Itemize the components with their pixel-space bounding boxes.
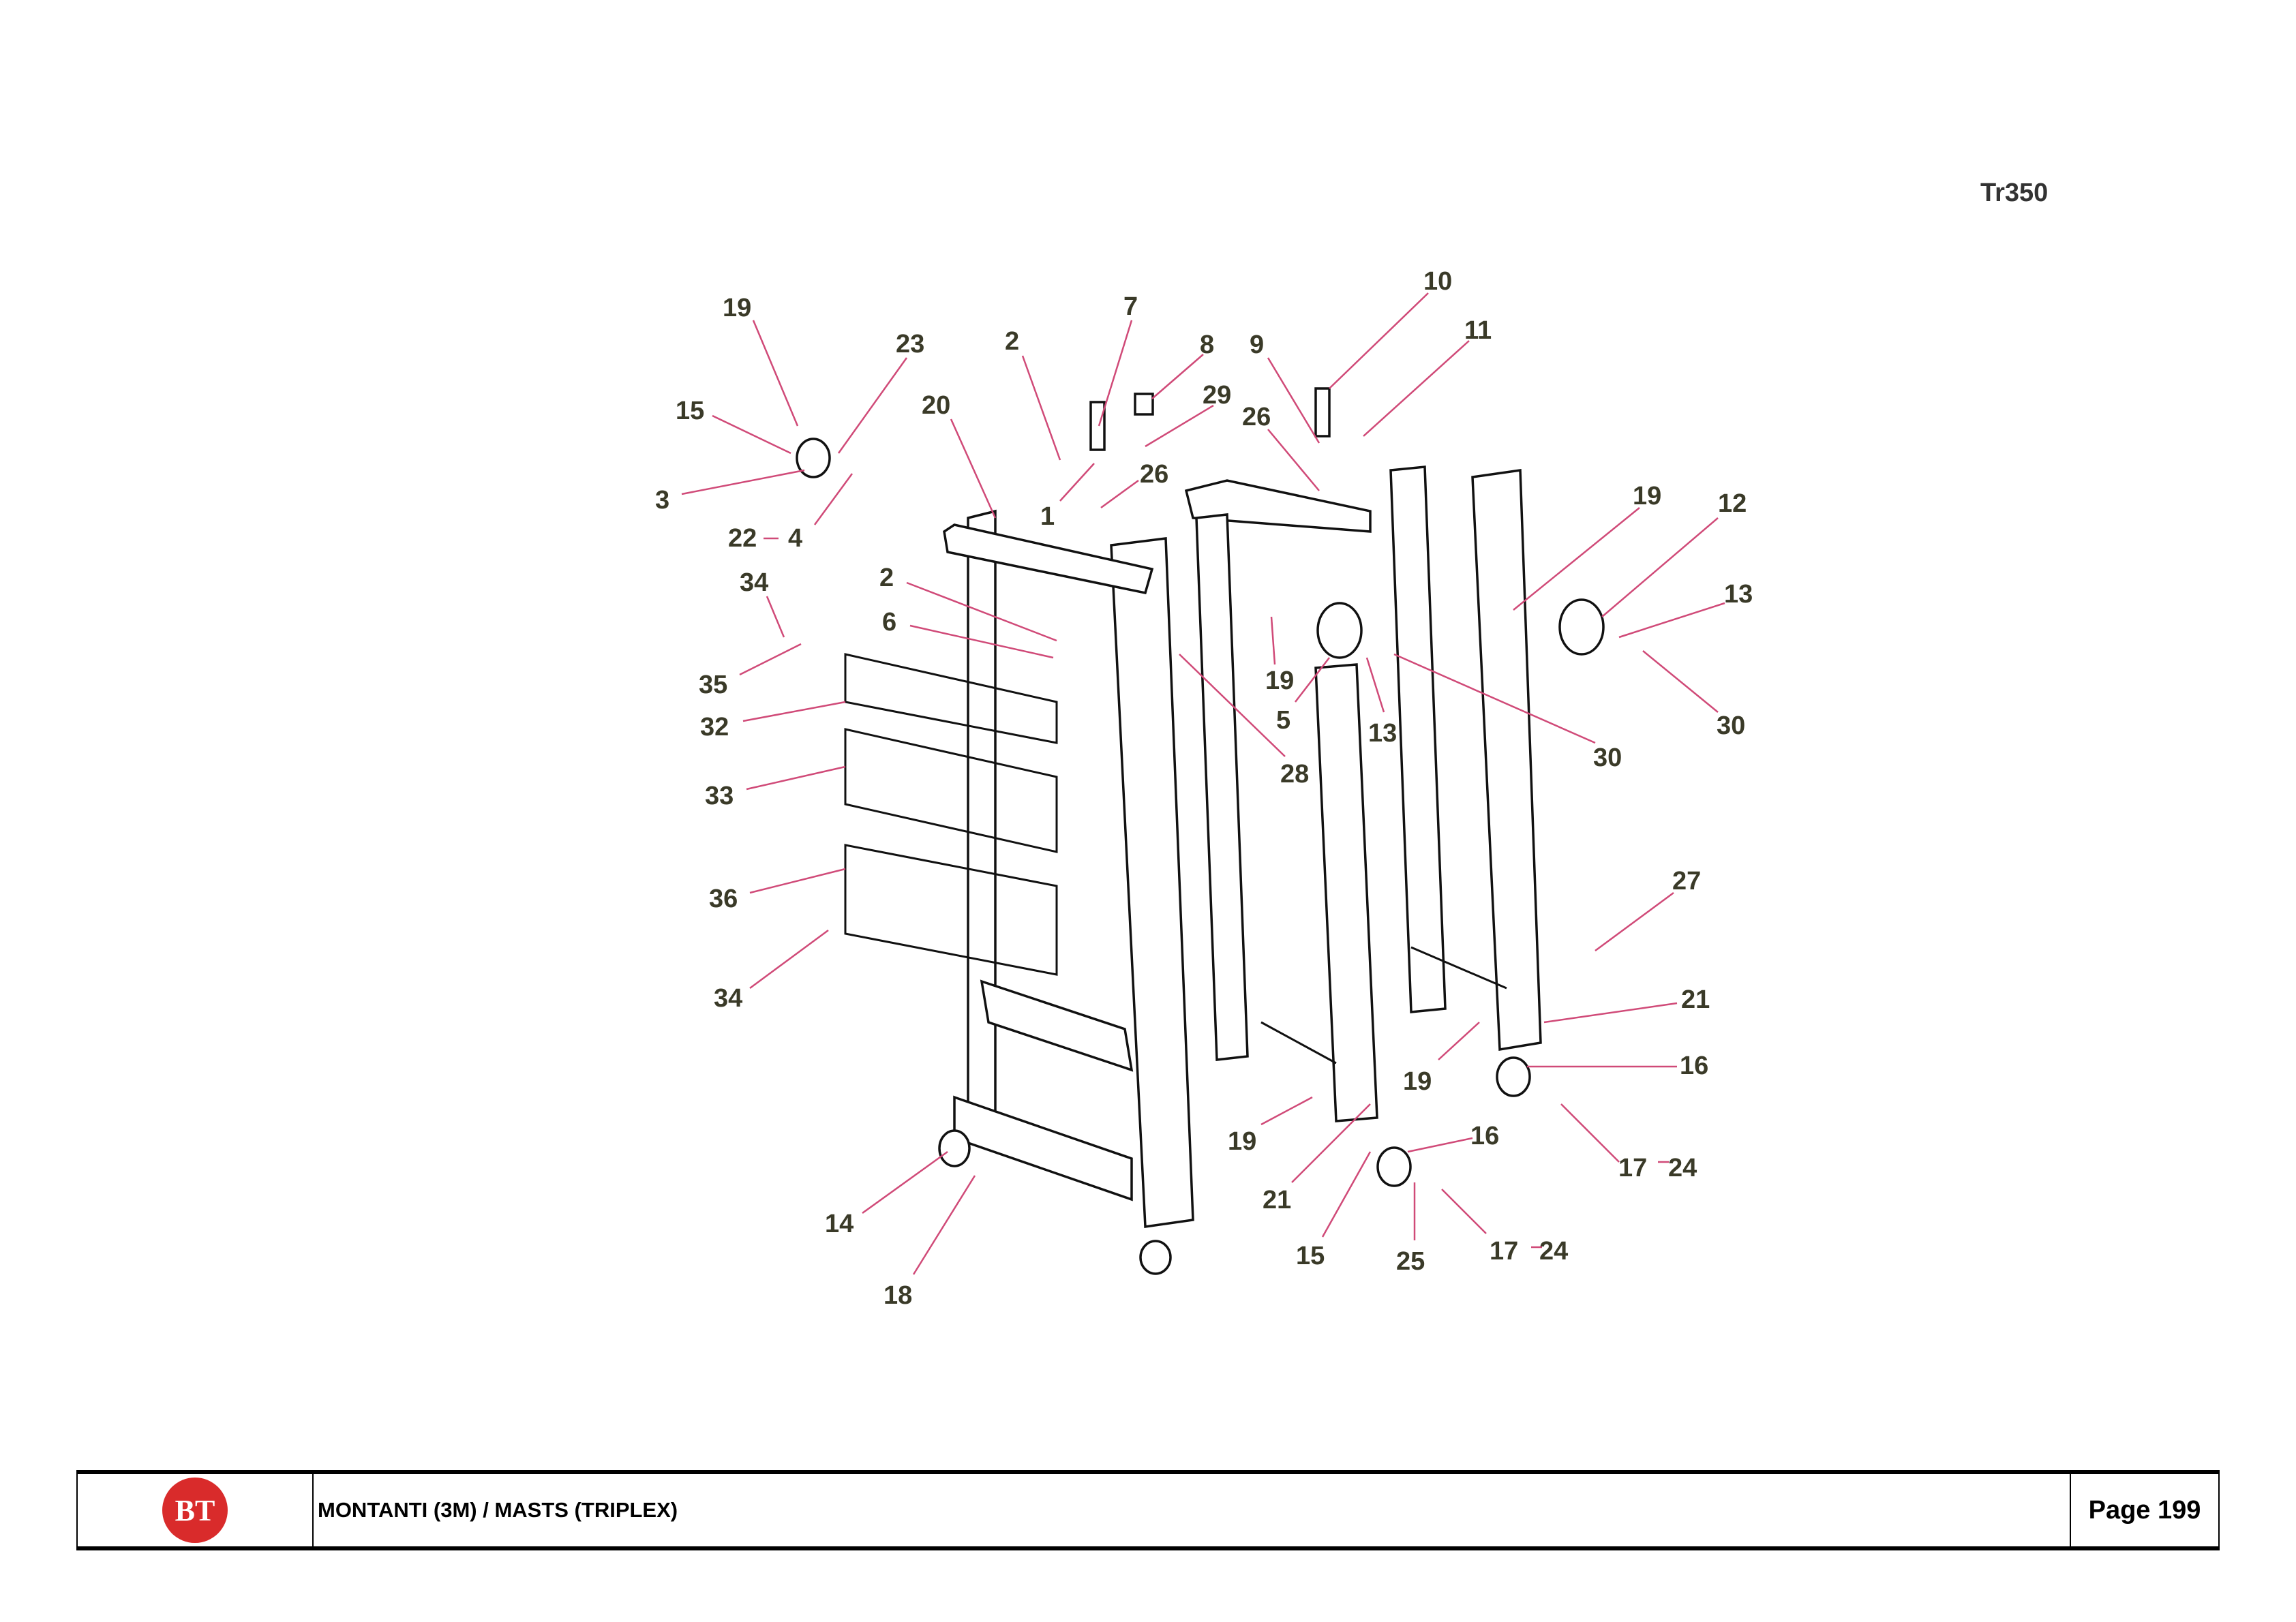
callout: 28 [1280, 760, 1309, 789]
callout: 19 [1228, 1127, 1256, 1156]
callout: 5 [1276, 706, 1290, 735]
intermediate-crossbar [1184, 479, 1372, 533]
callout: 19 [1403, 1067, 1432, 1096]
callout: 19 [1633, 482, 1661, 510]
roller-16b [1376, 1146, 1412, 1187]
callout: 7 [1123, 292, 1138, 321]
footer-title-block: BT MONTANTI (3M) / MASTS (TRIPLEX) Page … [76, 1470, 2220, 1550]
outer-mast-right-rail [1110, 537, 1194, 1229]
callout: 3 [655, 486, 669, 515]
callout: 27 [1672, 867, 1701, 896]
callout: 26 [1140, 460, 1168, 489]
part-8 [1134, 393, 1154, 416]
callout: 23 [896, 330, 924, 358]
roller-16a [1496, 1056, 1531, 1097]
outer-crossbar [943, 523, 1154, 595]
callout: 14 [825, 1210, 854, 1238]
outer-mast-left-rail [967, 509, 997, 1127]
callout: 13 [1724, 580, 1753, 609]
wire-guards [844, 653, 1058, 976]
callout: 2 [879, 564, 894, 592]
callout: 24 [1668, 1154, 1697, 1182]
roller-bottom [1139, 1240, 1172, 1275]
callout: 15 [676, 397, 704, 425]
callout: 2 [1005, 327, 1019, 356]
callout: 20 [922, 391, 950, 420]
logo-cell: BT [78, 1474, 314, 1546]
callout: 32 [700, 713, 729, 741]
lower-crossbar [980, 979, 1134, 1072]
callout: 36 [709, 885, 738, 913]
callout: 11 [1464, 316, 1492, 345]
section-title: MONTANTI (3M) / MASTS (TRIPLEX) [318, 1498, 678, 1522]
callout: 34 [714, 984, 742, 1013]
callout: 4 [788, 524, 802, 553]
callout: 21 [1681, 985, 1710, 1014]
callout: 29 [1203, 381, 1231, 410]
model-code: Tr350 [1980, 179, 2049, 207]
callout-labels: 19 23 2 7 8 29 9 10 11 15 20 26 26 1 3 2… [655, 267, 1753, 1310]
mast-foot [953, 1095, 1133, 1202]
callout: 34 [740, 568, 768, 597]
callout: 22 [728, 524, 757, 553]
callout: 1 [1040, 502, 1055, 531]
leader-lines [681, 292, 1725, 1275]
callout: 19 [723, 294, 751, 322]
bt-logo: BT [162, 1478, 228, 1543]
callout: 19 [1265, 667, 1294, 695]
callout: 12 [1718, 489, 1747, 518]
intermediate-left-rail [1195, 513, 1249, 1061]
callout: 8 [1200, 331, 1214, 359]
roller-3 [796, 438, 831, 478]
callout: 6 [882, 608, 896, 637]
callout: 35 [699, 671, 727, 699]
inner-left-rail [1389, 465, 1447, 1013]
chain-7 [1089, 401, 1106, 451]
chain-10 [1314, 387, 1331, 438]
mast-drawing [796, 387, 1605, 1275]
page-number: Page 199 [2070, 1474, 2218, 1546]
callout: 30 [1717, 711, 1745, 740]
callout: 10 [1423, 267, 1452, 296]
callout: 24 [1539, 1237, 1568, 1266]
callout: 30 [1593, 744, 1622, 772]
callout: 16 [1470, 1122, 1499, 1150]
callout: 9 [1250, 331, 1264, 359]
callout: 26 [1242, 403, 1271, 431]
callout: 21 [1263, 1186, 1291, 1214]
callout: 33 [705, 782, 734, 810]
roller-14 [938, 1129, 971, 1167]
callout: 16 [1680, 1052, 1708, 1080]
inner-right-rail [1471, 468, 1542, 1052]
roller-12 [1558, 598, 1605, 656]
callout: 17 [1618, 1154, 1647, 1182]
callout: 25 [1396, 1247, 1425, 1276]
callout: 15 [1296, 1242, 1325, 1270]
callout: 17 [1490, 1237, 1518, 1266]
roller-5 [1316, 602, 1363, 659]
callout: 13 [1368, 719, 1397, 748]
callout: 18 [883, 1281, 912, 1310]
intermediate-right-rail [1314, 663, 1378, 1122]
